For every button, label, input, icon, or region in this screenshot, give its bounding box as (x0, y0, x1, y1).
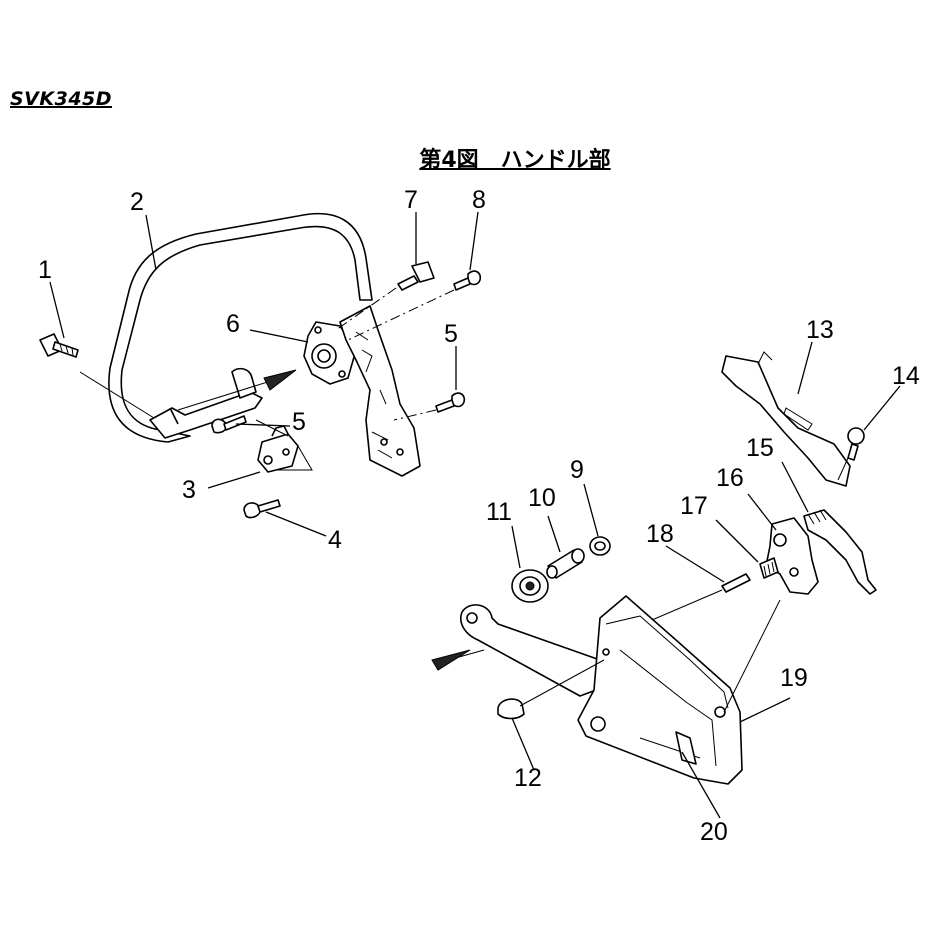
callout-4: 4 (328, 526, 342, 554)
model-number: SVK345D (10, 88, 113, 110)
bolt-7 (397, 261, 435, 291)
callout-16: 16 (716, 464, 744, 492)
callout-18: 18 (646, 520, 674, 548)
callout-20: 20 (700, 818, 728, 846)
callout-2: 2 (130, 188, 144, 216)
hand-guard-13 (721, 351, 851, 487)
pin-14 (847, 427, 865, 461)
callout-3: 3 (182, 476, 196, 504)
buffer-11 (511, 569, 549, 603)
callout-11: 11 (486, 498, 512, 526)
mount-plate (303, 321, 357, 385)
screw-4 (243, 499, 281, 519)
screw-5-lower (211, 415, 247, 434)
callout-13: 13 (806, 316, 834, 344)
bolt-1 (39, 333, 79, 358)
callout-8: 8 (472, 186, 486, 214)
handle-clamp (149, 367, 263, 439)
rear-bracket (339, 305, 421, 477)
nut-12 (497, 698, 525, 720)
callout-12: 12 (514, 764, 542, 792)
brake-pivot-16 (765, 517, 819, 595)
screw-8 (453, 270, 482, 291)
spring-17 (759, 557, 779, 579)
callout-1: 1 (38, 256, 52, 284)
sleeve-10 (546, 548, 585, 579)
callout-15: 15 (746, 434, 774, 462)
callout-17: 17 (680, 492, 708, 520)
pin-18 (721, 573, 751, 593)
callout-5-lower: 5 (292, 408, 306, 436)
plate-20 (675, 731, 697, 765)
callout-19: 19 (780, 664, 808, 692)
sprocket-cover-19 (577, 595, 743, 785)
callout-14: 14 (892, 362, 920, 390)
callout-7: 7 (404, 186, 418, 214)
screw-5-upper (435, 392, 466, 413)
callout-10: 10 (528, 484, 556, 512)
bracket-3 (257, 425, 299, 473)
figure-title: 第4図 ハンドル部 (419, 148, 611, 173)
callout-6: 6 (226, 310, 240, 338)
callout-5-upper: 5 (444, 320, 458, 348)
collar-9 (589, 536, 611, 556)
callout-9: 9 (570, 456, 584, 484)
brake-lever (803, 509, 877, 595)
